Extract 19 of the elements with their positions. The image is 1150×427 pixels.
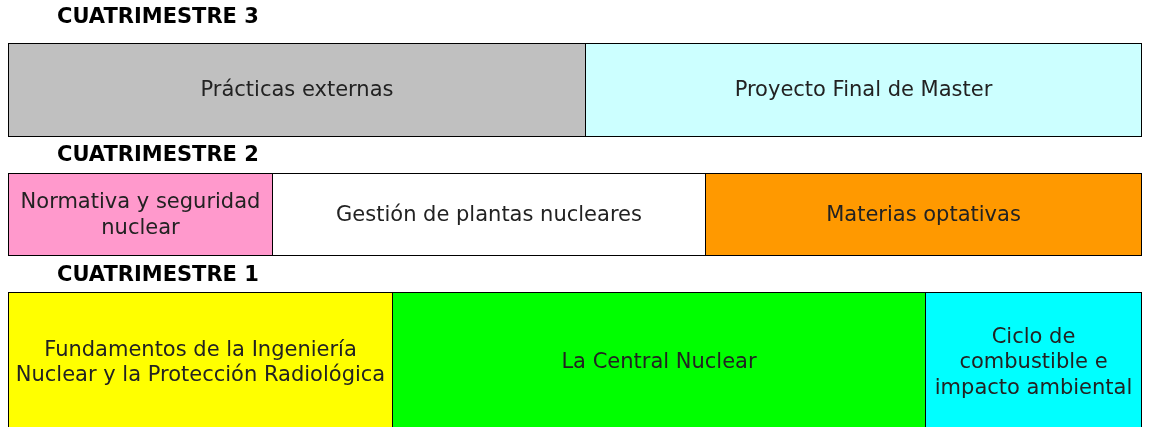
- course-box: [392, 292, 926, 427]
- course-name: La Central Nuclear: [560, 349, 758, 375]
- course-box: [8, 43, 586, 137]
- course-name: Proyecto Final de Master: [733, 77, 994, 103]
- term-heading: CUATRIMESTRE 2: [57, 142, 259, 166]
- course-box: [705, 173, 1142, 256]
- course-name: Gestión de plantas nucleares: [335, 201, 643, 228]
- course-box: [8, 292, 393, 427]
- course-box: [272, 173, 706, 256]
- course-box: [585, 43, 1142, 137]
- term-heading: CUATRIMESTRE 1: [57, 262, 259, 286]
- course-box: [925, 292, 1142, 427]
- course-name: Ciclo de combustible e impacto ambiental: [933, 324, 1134, 400]
- course-box: [8, 173, 273, 256]
- course-name: Fundamentos de la Ingeniería Nuclear y la Protección Radiológica: [14, 336, 387, 388]
- course-name: Normativa y seguridad nuclear: [19, 189, 262, 240]
- course-name: Materias optativas: [825, 201, 1022, 228]
- term-heading: CUATRIMESTRE 3: [57, 4, 259, 28]
- course-name: Prácticas externas: [199, 77, 395, 103]
